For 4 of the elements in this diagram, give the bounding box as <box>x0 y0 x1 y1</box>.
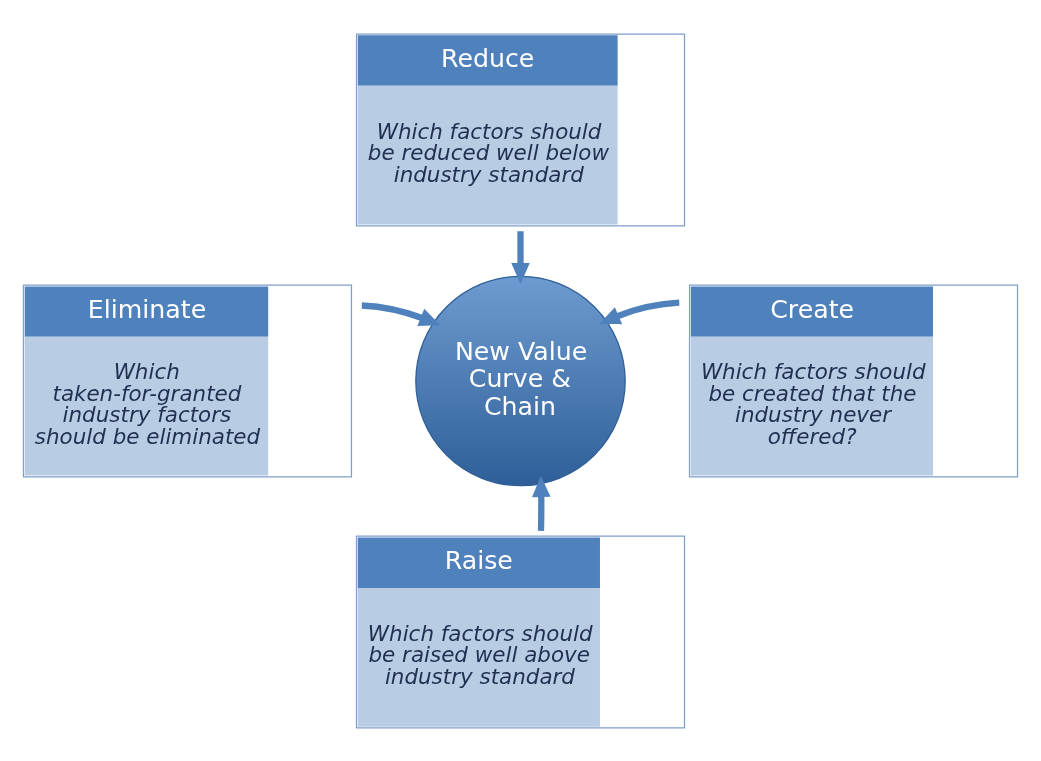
arrow <box>511 230 530 284</box>
arrow <box>599 299 680 324</box>
arrow <box>532 475 551 531</box>
arrow <box>361 301 441 326</box>
